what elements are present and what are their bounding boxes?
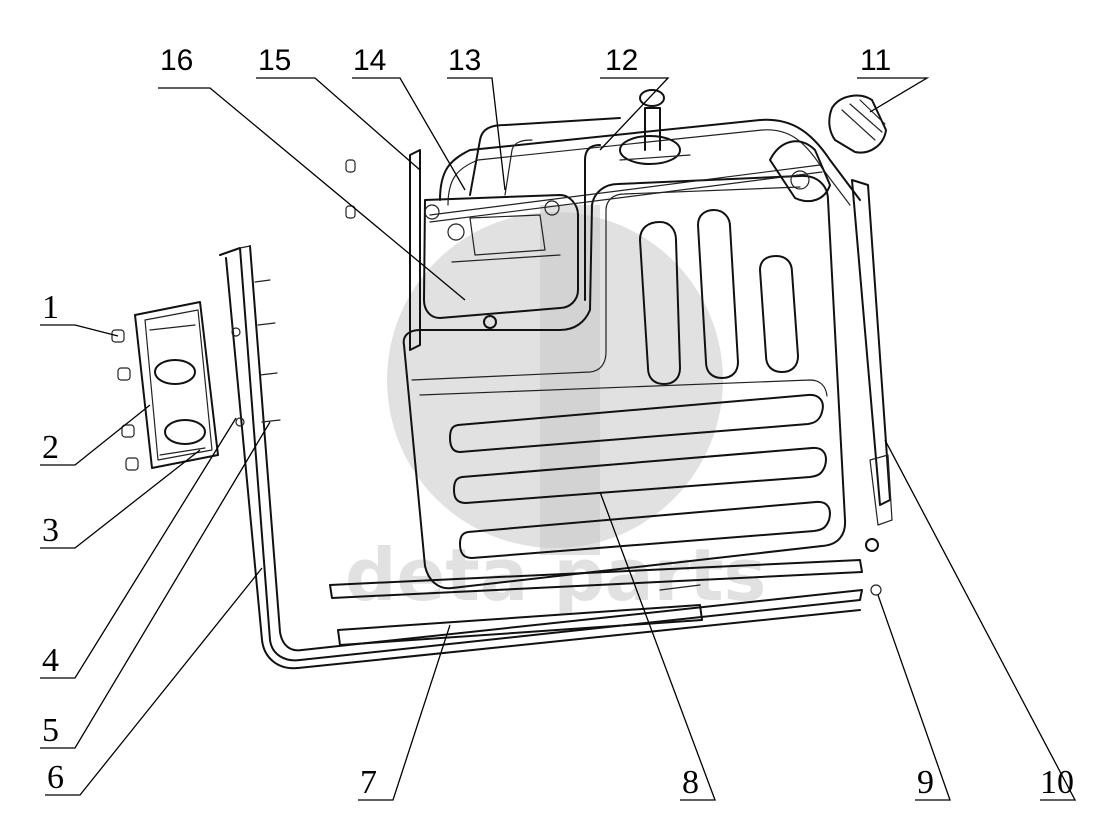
watermark-logo: deta parts — [345, 205, 766, 617]
callout-12: 12 — [605, 44, 638, 77]
right-strap — [851, 179, 893, 552]
support-bracket — [219, 245, 863, 670]
callout-7: 7 — [360, 764, 377, 801]
filler-cap — [828, 94, 887, 154]
fuel-tank-body — [402, 174, 847, 590]
loose-nuts — [345, 159, 882, 596]
callout-8: 8 — [682, 764, 699, 801]
callout-labels: 1 2 3 4 5 6 7 8 9 10 11 12 13 14 15 16 — [42, 44, 1074, 801]
callout-10: 10 — [1040, 764, 1074, 801]
pump-module — [409, 149, 579, 351]
callout-15: 15 — [258, 44, 291, 77]
callout-6: 6 — [47, 759, 64, 796]
callout-5: 5 — [42, 712, 59, 749]
right-fitting — [769, 140, 831, 203]
callout-4: 4 — [42, 642, 59, 679]
callout-1: 1 — [42, 289, 59, 326]
callout-2: 2 — [42, 429, 59, 466]
callout-9: 9 — [917, 764, 934, 801]
filler-neck — [619, 89, 691, 165]
callout-16: 16 — [160, 44, 193, 77]
clamp-plate — [111, 301, 219, 471]
callout-11: 11 — [860, 44, 891, 77]
leader-lines — [40, 77, 1077, 801]
fuel-lines — [429, 117, 861, 301]
callout-13: 13 — [448, 44, 481, 77]
callout-14: 14 — [353, 44, 386, 77]
callout-3: 3 — [42, 512, 59, 549]
